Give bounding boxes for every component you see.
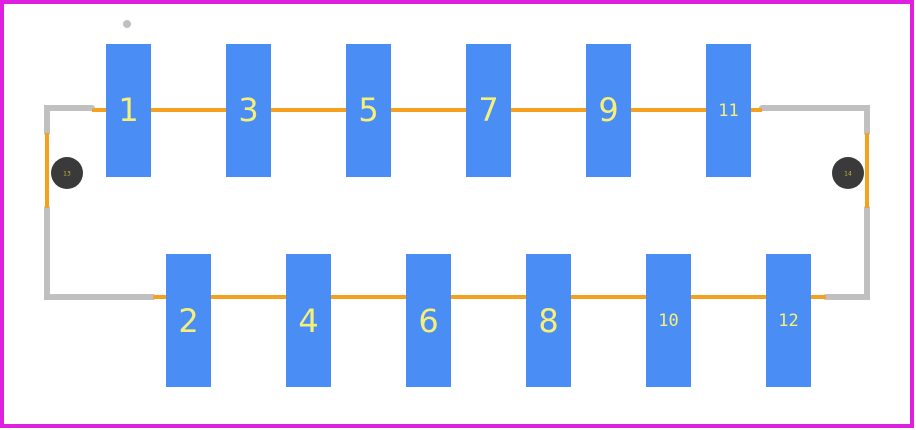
outline-bottom-right bbox=[823, 205, 870, 300]
pin1-marker-dot bbox=[123, 20, 131, 28]
mounting-hole-14[interactable]: 14 bbox=[832, 157, 864, 189]
pad-label: 2 bbox=[178, 302, 198, 340]
outline-top-left bbox=[44, 105, 95, 136]
hole-label: 13 bbox=[63, 171, 71, 178]
outline-bottom-left bbox=[44, 205, 156, 300]
pad-label: 7 bbox=[478, 91, 498, 129]
pad-label: 10 bbox=[658, 311, 678, 331]
pad-9[interactable]: 9 bbox=[586, 44, 631, 177]
pad-7[interactable]: 7 bbox=[466, 44, 511, 177]
pad-8[interactable]: 8 bbox=[526, 254, 571, 387]
pad-label: 1 bbox=[118, 91, 138, 129]
pad-label: 4 bbox=[298, 302, 318, 340]
silkscreen-outline bbox=[44, 105, 870, 300]
pad-6[interactable]: 6 bbox=[406, 254, 451, 387]
mounting-hole-13[interactable]: 13 bbox=[51, 157, 83, 189]
pad-5[interactable]: 5 bbox=[346, 44, 391, 177]
pad-label: 3 bbox=[238, 91, 258, 129]
pad-2[interactable]: 2 bbox=[166, 254, 211, 387]
pad-11[interactable]: 11 bbox=[706, 44, 751, 177]
pad-4[interactable]: 4 bbox=[286, 254, 331, 387]
pads-bottom-row: 2 4 6 8 10 12 bbox=[166, 254, 811, 387]
pad-label: 5 bbox=[358, 91, 378, 129]
pad-label: 12 bbox=[778, 311, 798, 331]
pad-10[interactable]: 10 bbox=[646, 254, 691, 387]
pad-label: 8 bbox=[538, 302, 558, 340]
pad-12[interactable]: 12 bbox=[766, 254, 811, 387]
pad-label: 9 bbox=[598, 91, 618, 129]
outline-top-right bbox=[759, 105, 870, 136]
traces bbox=[45, 108, 869, 299]
pad-label: 11 bbox=[718, 101, 738, 121]
pad-3[interactable]: 3 bbox=[226, 44, 271, 177]
pads-top-row: 1 3 5 7 9 11 bbox=[106, 44, 751, 177]
pad-1[interactable]: 1 bbox=[106, 44, 151, 177]
pad-label: 6 bbox=[418, 302, 438, 340]
hole-label: 14 bbox=[844, 171, 852, 178]
